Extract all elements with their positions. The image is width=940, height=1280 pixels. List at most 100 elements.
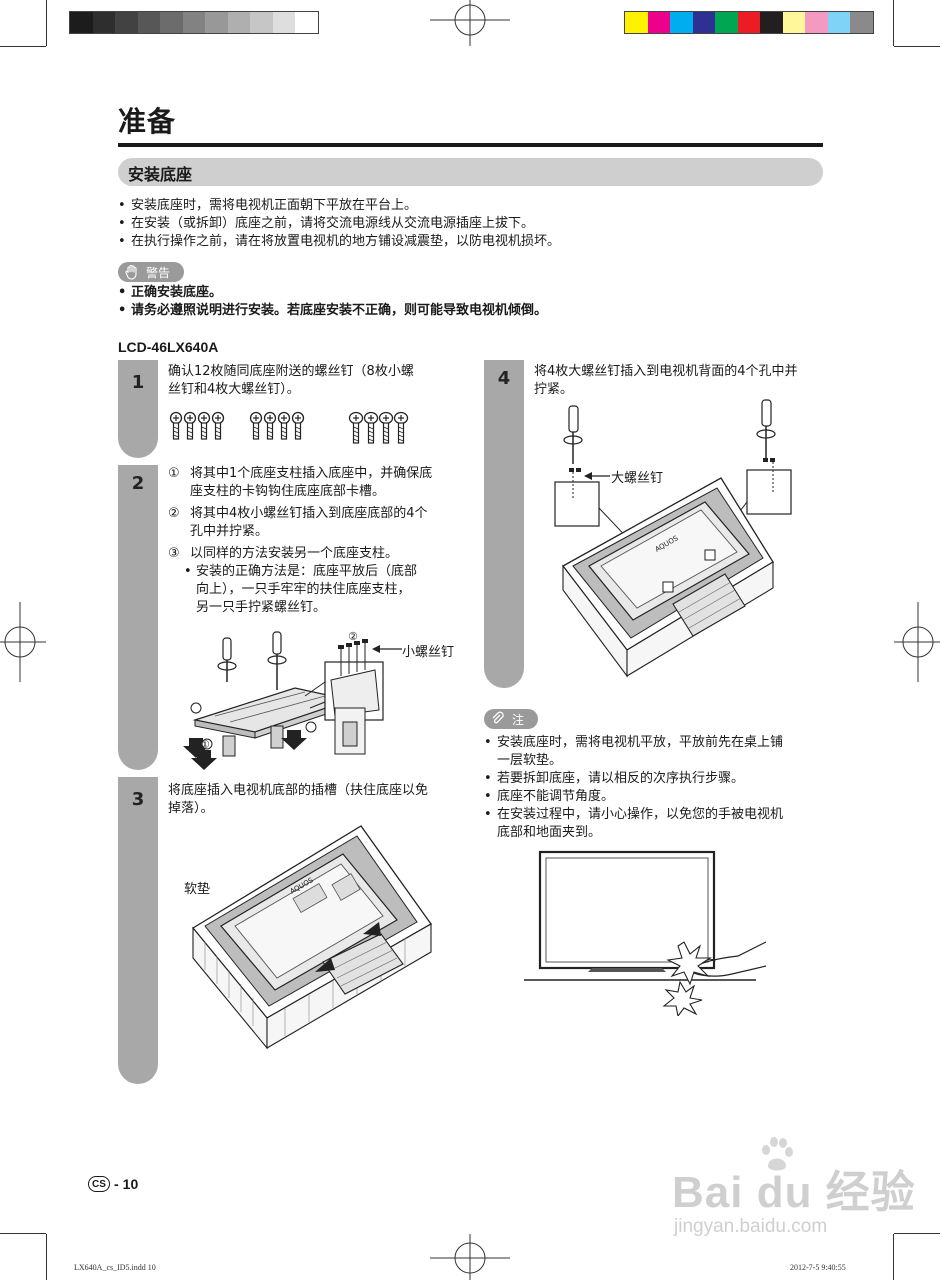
note-label: 注 xyxy=(512,712,525,727)
step-1-text: 确认12枚随同底座附送的螺丝钉（8枚小螺 丝钉和4枚大螺丝钉）。 xyxy=(168,363,414,399)
crop-mark xyxy=(893,0,894,46)
small-screw-icon xyxy=(291,411,305,440)
registration-mark-left xyxy=(0,602,46,682)
pinch-warning-illustration xyxy=(524,850,767,1016)
small-screw-icon xyxy=(263,411,277,440)
color-patch xyxy=(205,12,228,33)
crop-mark xyxy=(893,1234,894,1280)
color-patch xyxy=(250,12,273,33)
soft-pad-callout: 软垫 xyxy=(184,882,211,897)
language-badge: CS xyxy=(88,1176,110,1192)
color-patch xyxy=(760,12,783,33)
section-heading-text: 安装底座 xyxy=(128,165,193,184)
intro-bullet-list: 安装底座时，需将电视机正面朝下平放在平台上。 在安装（或拆卸）底座之前，请将交流… xyxy=(118,197,560,251)
step-2-tip: 安装的正确方法是：底座平放后（底部 向上），一只手牢牢的扶住底座支柱， 另一只手… xyxy=(184,563,417,617)
crop-mark xyxy=(894,1233,940,1234)
list-item: 正确安装底座。 xyxy=(118,284,547,302)
color-patch xyxy=(850,12,873,33)
list-item: 若要拆卸底座，请以相反的次序执行步骤。 xyxy=(484,770,783,788)
crop-mark xyxy=(46,0,47,46)
color-patch xyxy=(715,12,738,33)
step-2-substep-1: ① 将其中1个底座支柱插入底座中，并确保底 座支柱的卡钩钩住底座底部卡槽。 xyxy=(168,465,468,501)
hand-stop-icon xyxy=(124,264,140,280)
registration-mark-bottom xyxy=(430,1234,510,1280)
crop-mark xyxy=(46,1234,47,1280)
text-line: 在安装过程中，请小心操作，以免您的手被电视机 xyxy=(497,807,784,822)
color-patch xyxy=(692,12,715,33)
color-patch xyxy=(160,12,183,33)
small-screw-icon xyxy=(197,411,211,440)
list-item: 安装底座时，需将电视机正面朝下平放在平台上。 xyxy=(118,197,560,215)
step-2-marker-1: ① xyxy=(200,738,210,751)
color-patch xyxy=(272,12,295,33)
text-line: 向上），一只手牢牢的扶住底座支柱， xyxy=(196,582,411,597)
text-line: 座支柱的卡钩钩住底座底部卡槽。 xyxy=(190,484,386,499)
text-line: 将其中1个底座支柱插入底座中，并确保底 xyxy=(190,466,433,481)
note-list: 安装底座时，需将电视机平放，平放前先在桌上铺 一层软垫。 若要拆卸底座，请以相反… xyxy=(484,734,783,842)
color-patch xyxy=(92,12,115,33)
tv-back-screw-illustration xyxy=(554,399,792,678)
color-patch xyxy=(625,12,648,33)
step-number: 1 xyxy=(131,372,145,393)
watermark-text: Bai du 经验 xyxy=(672,1168,916,1217)
color-patch xyxy=(827,12,850,33)
registration-mark-top xyxy=(430,0,510,46)
paw-logo-icon xyxy=(762,1137,793,1171)
page-number-value: 10 xyxy=(122,1176,139,1192)
stand-assembly-illustration xyxy=(183,631,384,770)
color-patch xyxy=(227,12,250,33)
list-item: 请务必遵照说明进行安装。若底座安装不正确，则可能导致电视机倾倒。 xyxy=(118,302,547,320)
paperclip-icon xyxy=(490,711,506,727)
color-patch xyxy=(670,12,693,33)
large-screw-icon xyxy=(348,411,364,444)
color-calibration-bar xyxy=(624,11,874,34)
list-item: 在执行操作之前，请在将放置电视机的地方铺设减震垫，以防电视机损坏。 xyxy=(118,233,560,251)
step-tab-4 xyxy=(484,360,524,688)
small-screw-icon xyxy=(183,411,197,440)
grayscale-calibration-bar xyxy=(69,11,319,34)
list-item: 在安装过程中，请小心操作，以免您的手被电视机 底部和地面夹到。 xyxy=(484,806,783,842)
text-line: 另一只手拧紧螺丝钉。 xyxy=(196,600,327,615)
title-rule xyxy=(118,143,823,147)
text-line: 一层软垫。 xyxy=(497,753,563,768)
step-2-marker-2: ② xyxy=(348,630,358,643)
page-separator: - xyxy=(114,1176,119,1192)
list-item: 在安装（或拆卸）底座之前，请将交流电源线从交流电源插座上拔下。 xyxy=(118,215,560,233)
color-patch xyxy=(647,12,670,33)
watermark-url: jingyan.baidu.com xyxy=(674,1216,828,1237)
step-number: 3 xyxy=(131,789,145,810)
text-line: 安装的正确方法是：底座平放后（底部 xyxy=(196,564,418,579)
tv-on-pad-illustration xyxy=(192,825,432,1050)
large-screw-icon xyxy=(393,411,409,444)
note-badge: 注 xyxy=(484,709,539,729)
step-tab-2 xyxy=(118,465,158,770)
warning-list: 正确安装底座。 请务必遵照说明进行安装。若底座安装不正确，则可能导致电视机倾倒。 xyxy=(118,284,547,320)
crop-mark xyxy=(0,1233,46,1234)
text-line: 将4枚大螺丝钉插入到电视机背面的4个孔中并 xyxy=(534,364,798,379)
file-info: LX640A_cs_ID5.indd 10 xyxy=(74,1263,156,1272)
text-line: 底部和地面夹到。 xyxy=(497,825,602,840)
text-line: 确认12枚随同底座附送的螺丝钉（8枚小螺 xyxy=(168,364,414,379)
color-patch xyxy=(137,12,160,33)
page-title: 准备 xyxy=(118,105,177,138)
warning-label: 警告 xyxy=(146,265,171,280)
step-2-substep-2: ② 将其中4枚小螺丝钉插入到底座底部的4个 孔中并拧紧。 xyxy=(168,505,468,541)
text-line: 拧紧。 xyxy=(534,382,574,397)
color-patch xyxy=(295,12,318,33)
small-screw-icon xyxy=(169,411,183,440)
color-patch xyxy=(805,12,828,33)
color-patch xyxy=(182,12,205,33)
list-item: 底座不能调节角度。 xyxy=(484,788,783,806)
color-patch xyxy=(115,12,138,33)
step-tab-1 xyxy=(118,360,158,458)
small-screw-icon xyxy=(211,411,225,440)
color-patch xyxy=(737,12,760,33)
step-2-substep-3: ③ 以同样的方法安装另一个底座支柱。 xyxy=(168,545,468,563)
step-number: 4 xyxy=(497,368,511,389)
list-item: 安装底座时，需将电视机平放，平放前先在桌上铺 一层软垫。 xyxy=(484,734,783,770)
section-heading: 安装底座 xyxy=(118,158,823,186)
step-3-text: 将底座插入电视机底部的插槽（扶住底座以免 掉落）。 xyxy=(168,782,428,818)
text-line: 以同样的方法安装另一个底座支柱。 xyxy=(190,546,399,561)
small-screw-icon xyxy=(277,411,291,440)
large-screw-icon xyxy=(378,411,394,444)
